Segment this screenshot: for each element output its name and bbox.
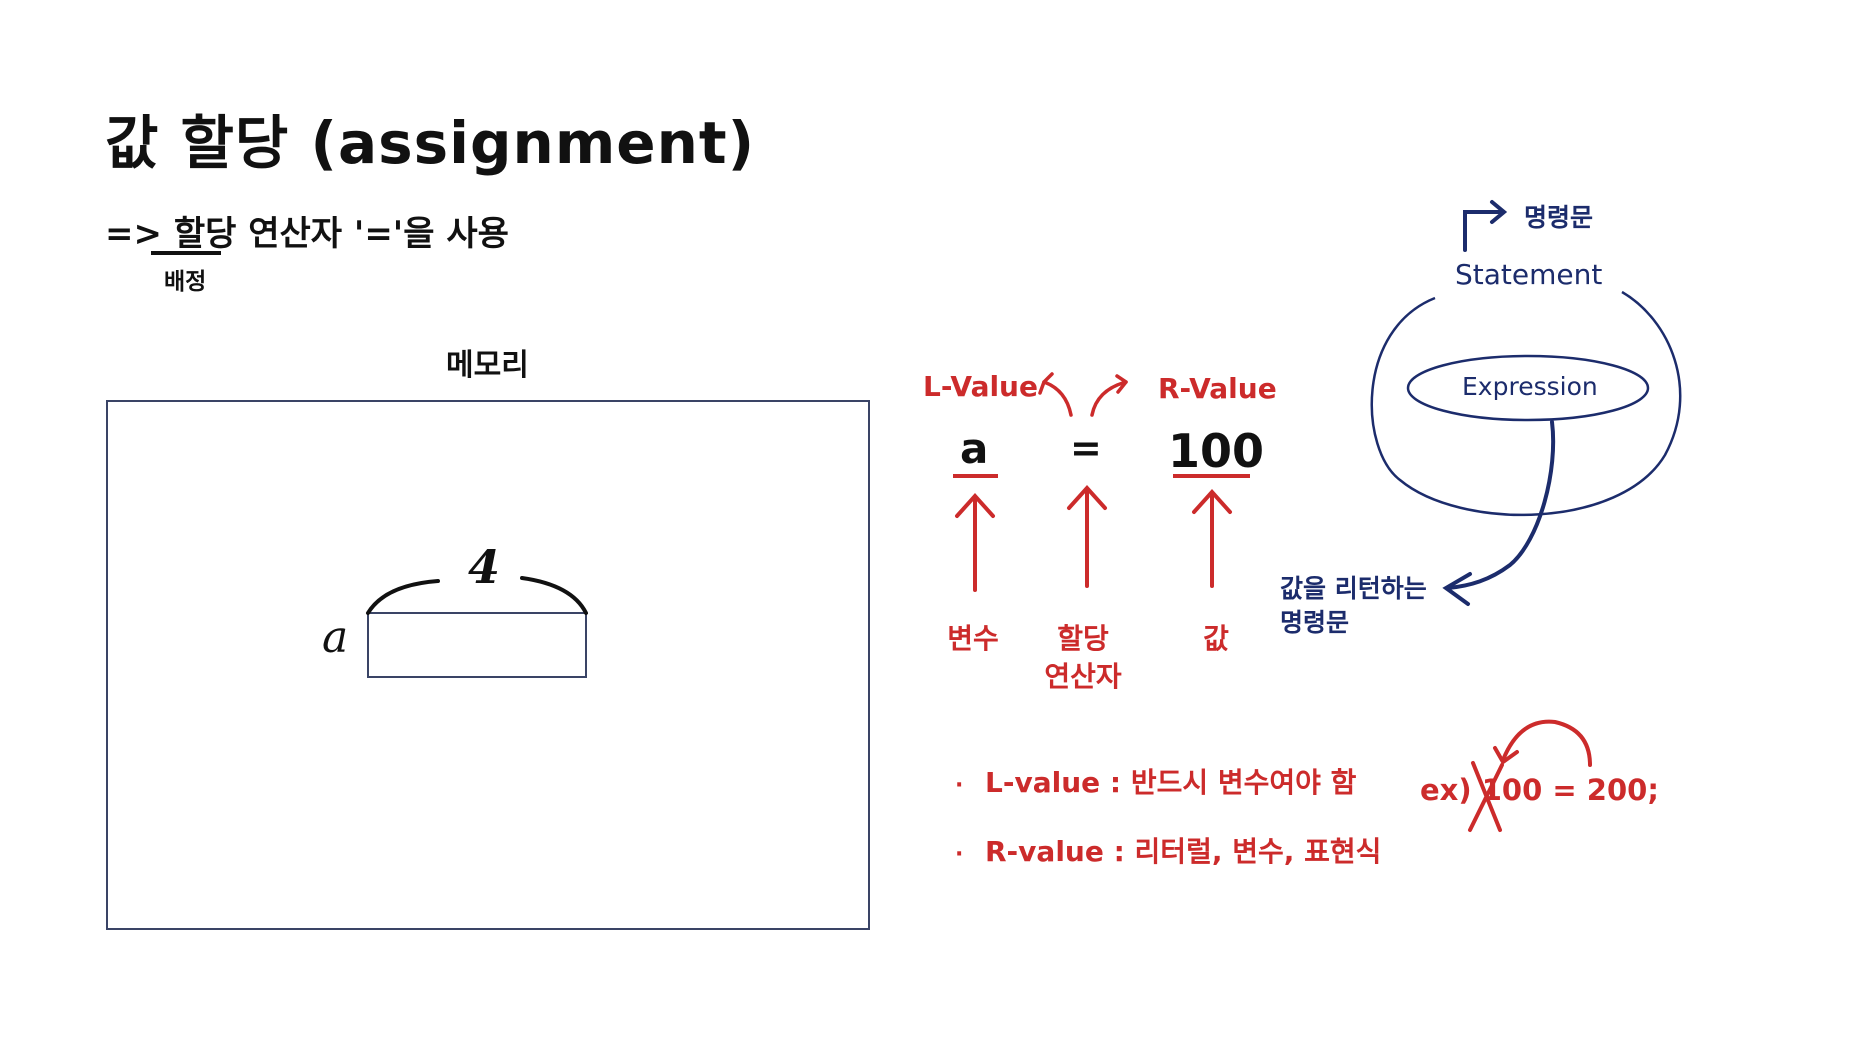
example-prefix: ex) bbox=[1420, 773, 1472, 807]
operator-caption: 할당 연산자 bbox=[1044, 622, 1122, 693]
expression-description: 값을 리턴하는 명령문 bbox=[1280, 574, 1427, 637]
l-value-curl-arrow bbox=[1042, 380, 1073, 417]
example-rest: = 200; bbox=[1552, 773, 1659, 807]
example-curl-arrowhead bbox=[1493, 746, 1519, 765]
expression-label: Expression bbox=[1462, 372, 1598, 401]
operator-up-arrow bbox=[1067, 485, 1107, 588]
variable-up-arrow bbox=[955, 493, 995, 592]
statement-corner-arrowhead bbox=[1490, 200, 1508, 224]
list-item: · L-value : 반드시 변수여야 함 bbox=[955, 750, 1381, 819]
r-value-curl-arrowhead bbox=[1115, 374, 1128, 394]
expression-return-arrowhead bbox=[1442, 572, 1472, 606]
statement-korean: 명령문 bbox=[1524, 203, 1594, 232]
notes-list: · L-value : 반드시 변수여야 함 · R-value : 리터럴, 변수… bbox=[955, 750, 1381, 888]
bullet-dot: · bbox=[955, 773, 964, 798]
keyword-note: 배정 bbox=[164, 269, 207, 295]
variable-caption: 변수 bbox=[947, 622, 999, 655]
statement-circle bbox=[1370, 290, 1682, 516]
strikeout-x bbox=[1468, 761, 1504, 832]
page-title: 값 할당 (assignment) bbox=[105, 109, 756, 177]
value-caption: 값 bbox=[1203, 622, 1229, 655]
expression-return-arrow bbox=[1446, 420, 1556, 590]
right-operand: 100 bbox=[1168, 424, 1265, 478]
value-up-arrow bbox=[1192, 489, 1232, 588]
left-operand: a bbox=[960, 424, 989, 473]
list-item: · R-value : 리터럴, 변수, 표현식 bbox=[955, 819, 1381, 888]
statement-label: Statement bbox=[1455, 258, 1603, 291]
expression-ellipse bbox=[1406, 354, 1650, 422]
subtitle-keyword: 할당 bbox=[173, 214, 237, 254]
l-value-label: L-Value bbox=[923, 370, 1038, 403]
variable-name: a bbox=[322, 612, 349, 663]
example-curl-arrow bbox=[1501, 719, 1592, 767]
subtitle-prefix: => bbox=[105, 214, 162, 254]
cell-size-arc-right bbox=[520, 576, 588, 615]
subtitle-rest: 연산자 '='을 사용 bbox=[248, 214, 509, 254]
bullet-dot: · bbox=[955, 842, 964, 867]
cell-size-arc-left bbox=[366, 579, 440, 615]
assignment-operator: = bbox=[1070, 426, 1102, 470]
variable-cell bbox=[367, 612, 587, 678]
note-text: R-value : 리터럴, 변수, 표현식 bbox=[985, 835, 1382, 868]
cell-size: 4 bbox=[468, 540, 501, 594]
l-value-curl-arrowhead bbox=[1038, 372, 1054, 395]
subtitle: => 할당 연산자 '='을 사용 bbox=[105, 206, 509, 255]
r-value-label: R-Value bbox=[1158, 372, 1277, 405]
memory-label: 메모리 bbox=[446, 348, 529, 383]
memory-box bbox=[106, 400, 870, 930]
statement-corner-arrow bbox=[1463, 210, 1504, 252]
note-text: L-value : 반드시 변수여야 함 bbox=[985, 766, 1357, 799]
r-value-curl-arrow bbox=[1090, 380, 1128, 417]
